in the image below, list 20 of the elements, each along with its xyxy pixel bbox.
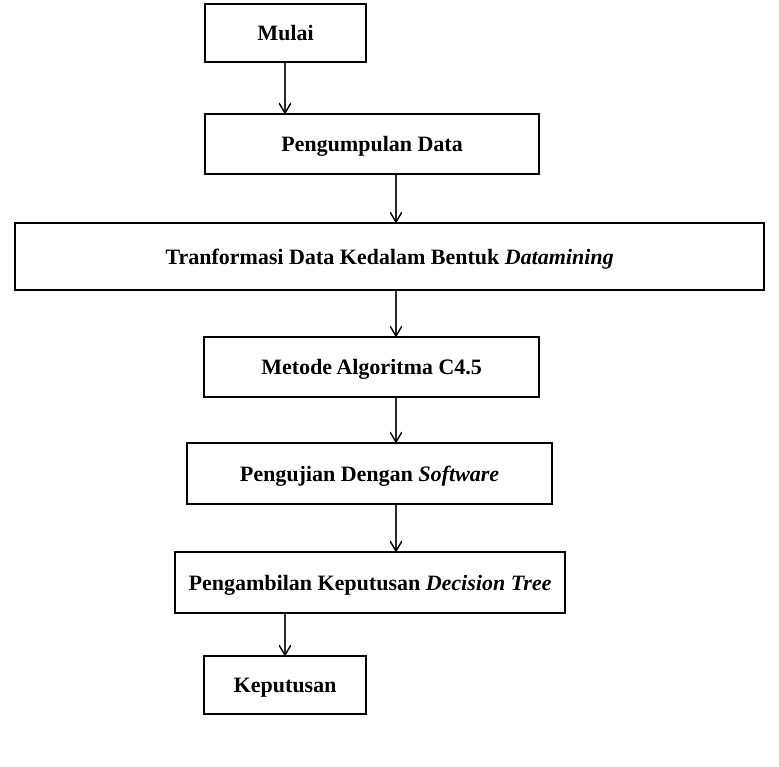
box-label: Pengambilan Keputusan Decision Tree xyxy=(188,568,552,596)
box-label: Pengumpulan Data xyxy=(281,130,463,158)
arrow xyxy=(389,291,403,337)
process-box xyxy=(14,222,765,291)
arrow xyxy=(389,505,403,552)
process-box xyxy=(203,655,367,715)
box-label: Pengujian Dengan Software xyxy=(240,460,500,488)
arrow xyxy=(389,398,403,443)
box-label: Mulai xyxy=(257,19,314,47)
process-box xyxy=(204,113,540,175)
process-box xyxy=(186,442,553,505)
arrow xyxy=(278,63,292,114)
process-box xyxy=(203,336,540,398)
process-box xyxy=(174,551,566,614)
arrow xyxy=(278,614,292,656)
box-label: Keputusan xyxy=(234,671,336,699)
arrow xyxy=(389,175,403,223)
box-label: Metode Algoritma C4.5 xyxy=(261,353,482,381)
process-box xyxy=(204,3,367,63)
box-label: Tranformasi Data Kedalam Bentuk Datamining xyxy=(165,242,614,270)
